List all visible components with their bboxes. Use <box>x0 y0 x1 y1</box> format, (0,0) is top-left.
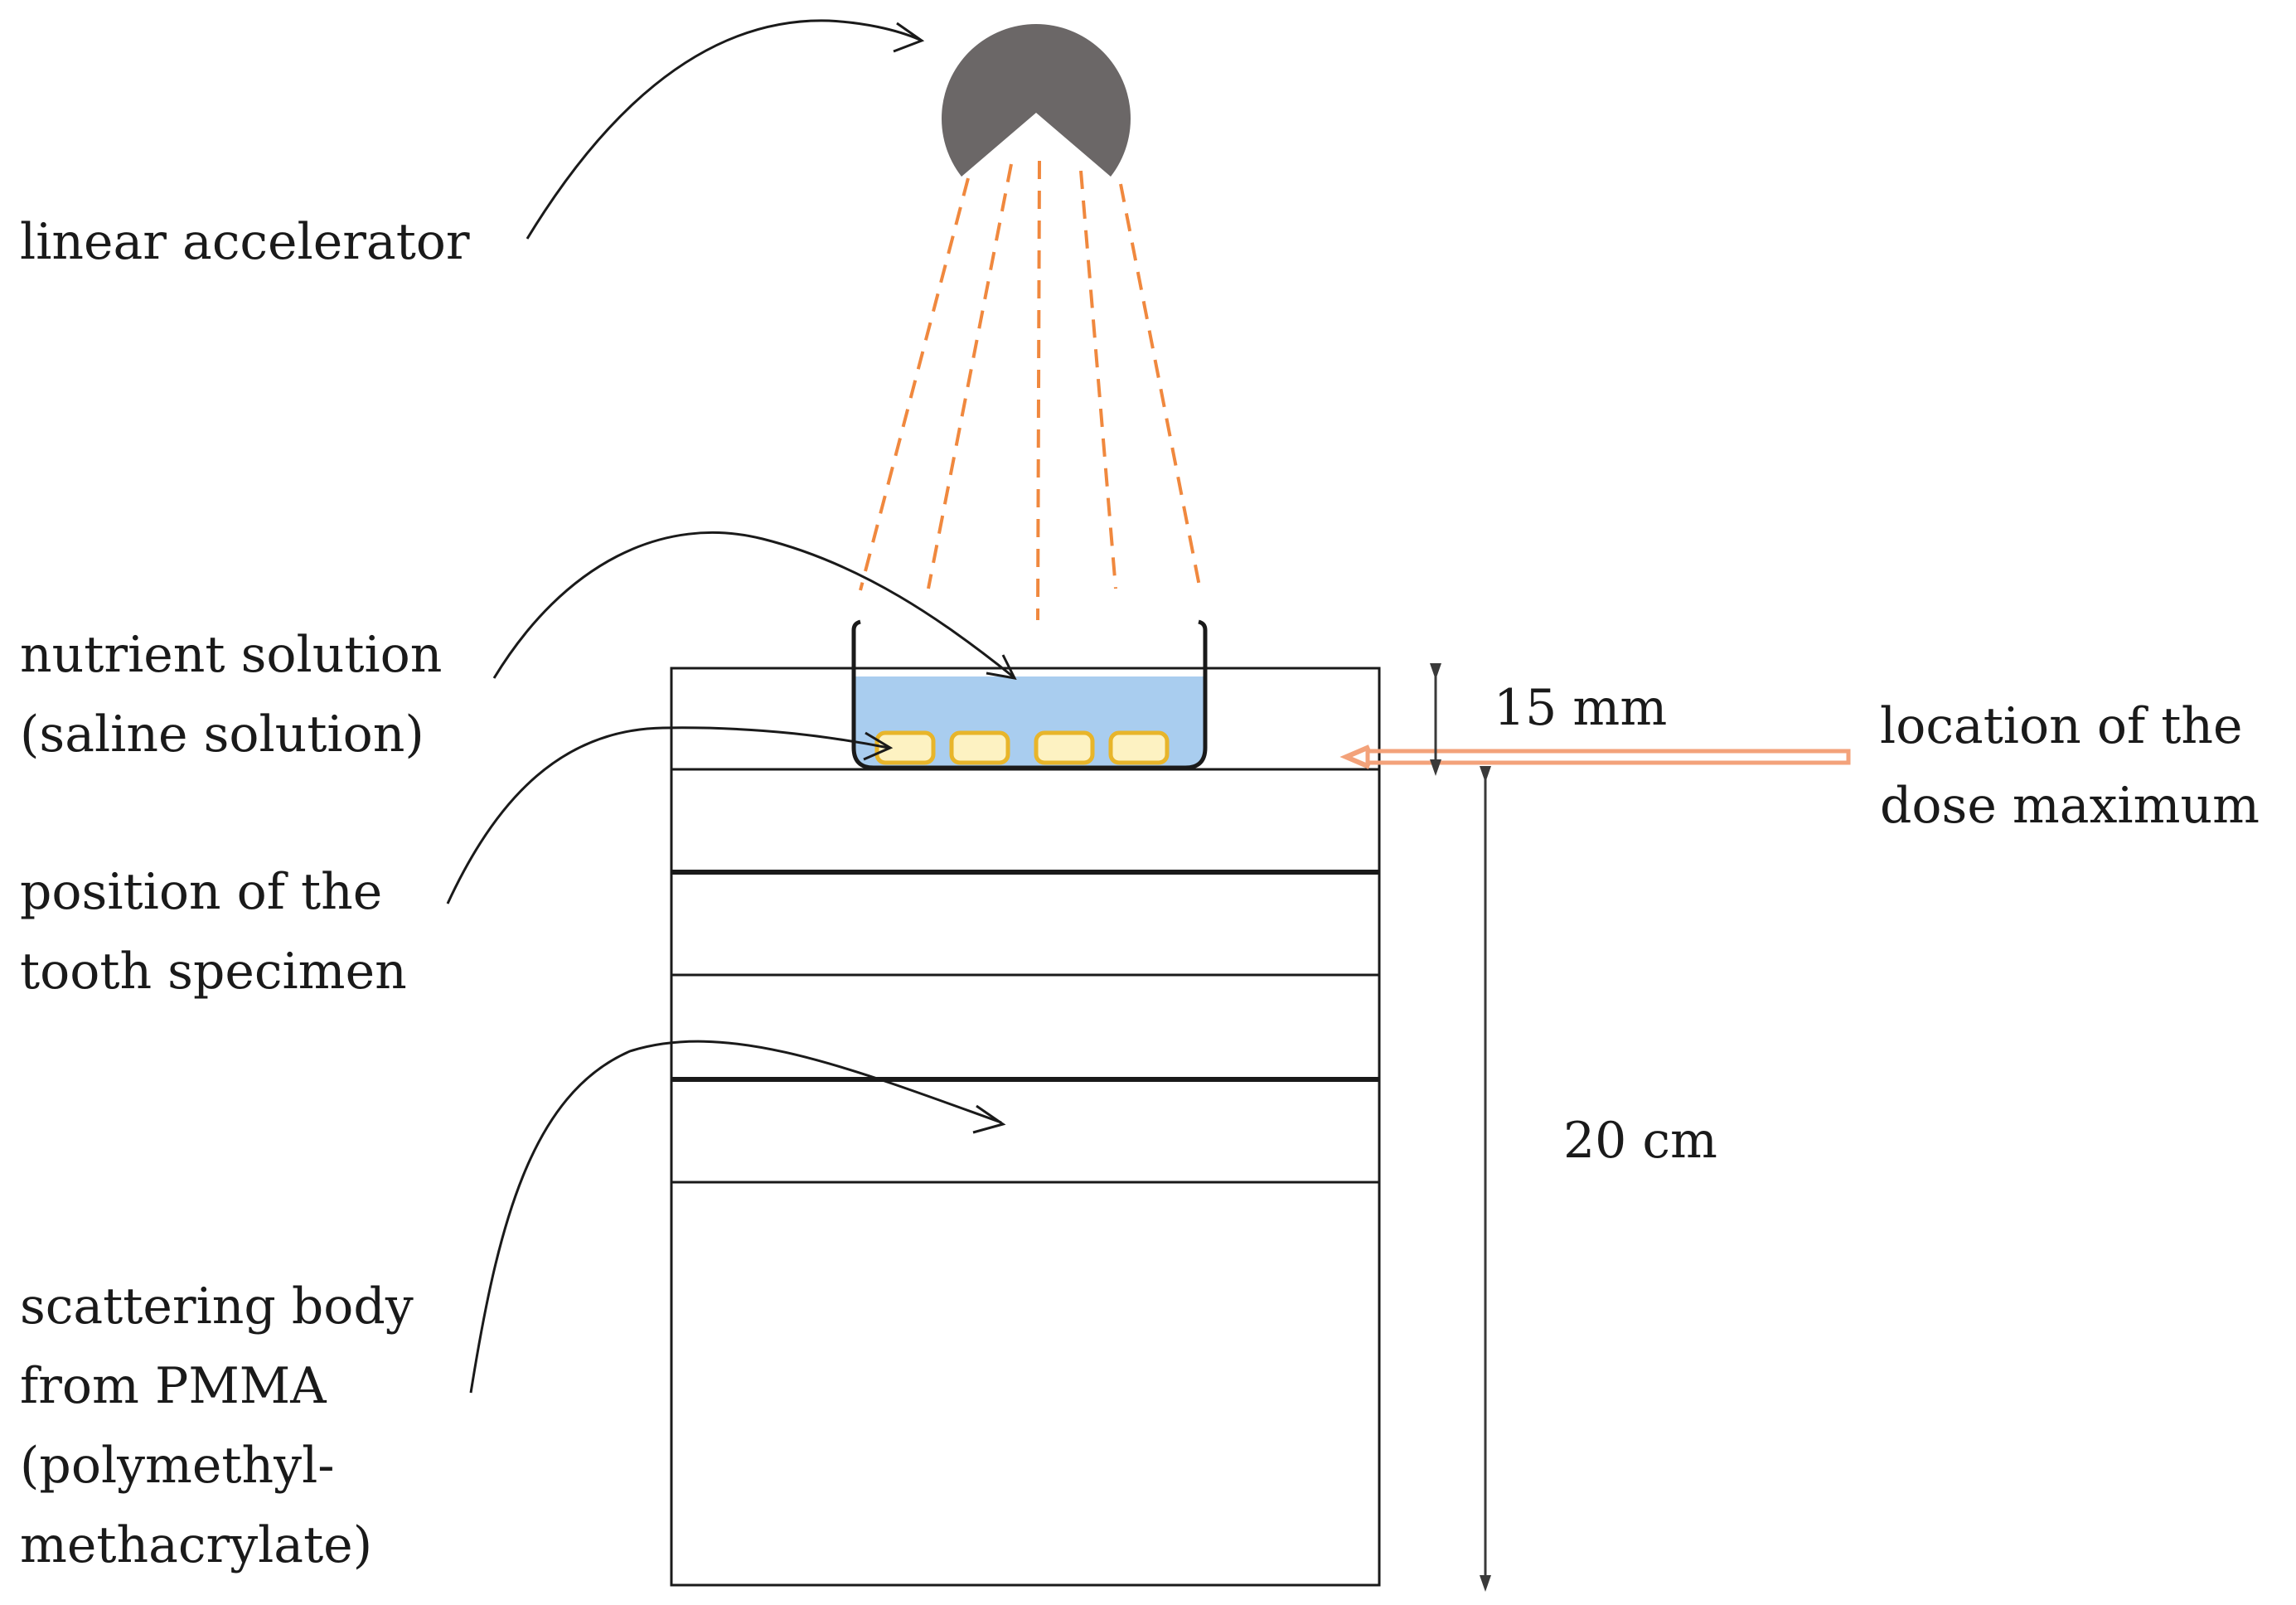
beam-ray <box>1119 183 1202 591</box>
dose-maximum-arrow <box>1339 744 1851 769</box>
beam-ray <box>1036 160 1041 621</box>
tooth-specimen <box>874 730 936 765</box>
pointer-scattering-body <box>469 1040 1002 1394</box>
container-wall <box>851 630 1208 770</box>
label-dose-maximum-line2: dose maximum <box>1880 777 2260 835</box>
arrowhead <box>986 654 1017 680</box>
label-scattering-body-line3: (polymethyl- <box>20 1437 335 1495</box>
label-nutrient-solution-line1: nutrient solution <box>20 626 442 684</box>
arrowhead <box>863 731 894 761</box>
dose-arrow-head <box>1339 744 1371 769</box>
tooth-specimen <box>1108 730 1170 765</box>
beam-ray <box>859 177 970 591</box>
label-scattering-body-line4: methacrylate) <box>20 1516 372 1574</box>
label-scattering-body-line2: from PMMA <box>20 1357 327 1415</box>
beam-ray <box>927 163 1013 589</box>
label-linear-accelerator: linear accelerator <box>20 213 470 271</box>
beam-ray <box>1079 170 1117 589</box>
label-dimension-20cm: 20 cm <box>1563 1112 1717 1170</box>
label-dose-maximum-line1: location of the <box>1880 697 2243 755</box>
container-lip-right <box>1198 619 1208 631</box>
label-nutrient-solution-line2: (saline solution) <box>20 706 424 764</box>
container-lip-left <box>851 619 861 631</box>
arrowhead <box>893 22 925 53</box>
pointer-nutrient-solution <box>492 531 1014 679</box>
tooth-specimen <box>949 730 1010 765</box>
pointer-linear-accelerator <box>526 19 921 240</box>
dose-arrow-shaft <box>1365 749 1851 765</box>
label-tooth-specimen-line2: tooth specimen <box>20 943 407 1001</box>
label-scattering-body-line1: scattering body <box>20 1278 414 1336</box>
pmma-block-outline <box>670 667 1381 1587</box>
pmma-scattering-body <box>670 667 1381 1587</box>
tooth-specimen <box>1034 730 1095 765</box>
tooth-specimens <box>874 730 1170 765</box>
pointer-tooth-specimen <box>446 726 889 904</box>
radiation-beam <box>859 160 1202 621</box>
arrowhead <box>972 1104 1006 1134</box>
label-dimension-15mm: 15 mm <box>1494 679 1667 737</box>
linear-accelerator-icon <box>942 24 1131 177</box>
pointer-arrows <box>446 19 1017 1394</box>
label-tooth-specimen-line1: position of the <box>20 863 382 921</box>
